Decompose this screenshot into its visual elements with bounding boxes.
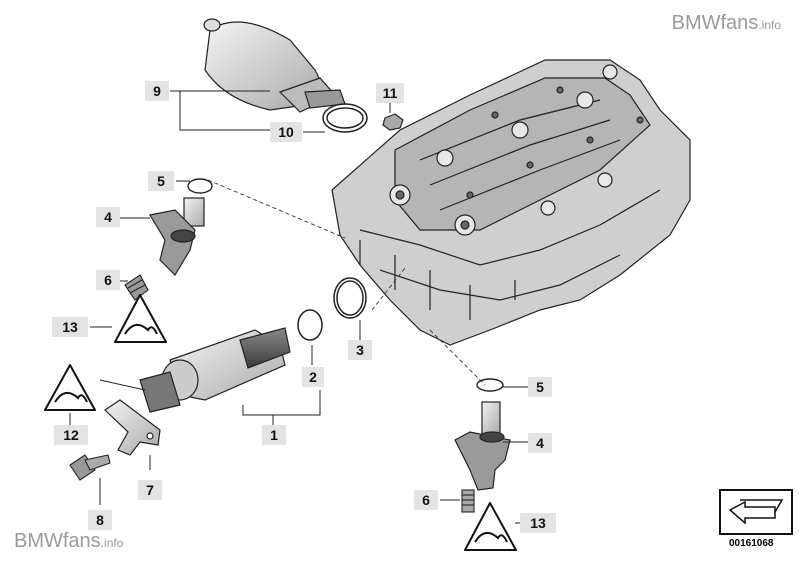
callout-5-lower: 5 xyxy=(528,377,552,397)
document-icon xyxy=(719,489,793,535)
callout-12: 12 xyxy=(54,425,88,445)
watermark-top-brand: BMWfans xyxy=(671,12,759,34)
callout-10: 10 xyxy=(270,122,302,142)
leader-lines-dashed xyxy=(207,179,486,386)
callout-4-upper: 4 xyxy=(96,207,120,227)
callout-11: 11 xyxy=(376,83,404,103)
part-3-oring xyxy=(333,277,367,319)
part-4-sensor-upper xyxy=(149,197,205,276)
callout-9: 9 xyxy=(145,81,169,101)
callout-4-lower: 4 xyxy=(528,433,552,453)
callout-3: 3 xyxy=(348,340,372,360)
warning-triangle-13-upper xyxy=(114,294,167,343)
part-2-oring xyxy=(297,309,323,341)
part-5-oring-upper xyxy=(187,178,213,194)
callout-lines xyxy=(69,90,528,524)
watermark-top: BMWfans.info xyxy=(672,12,781,35)
part-6-bolt-lower xyxy=(461,489,475,513)
part-11-nut xyxy=(382,113,404,131)
part-9-motor xyxy=(203,18,346,113)
callout-6-upper: 6 xyxy=(96,270,120,290)
callout-13-lower: 13 xyxy=(520,513,556,533)
warning-triangle-13-lower xyxy=(464,502,517,551)
warning-triangle-12 xyxy=(44,364,96,411)
callout-6-lower: 6 xyxy=(414,490,438,510)
part-7-bracket xyxy=(104,399,161,456)
callout-5-upper: 5 xyxy=(148,171,174,191)
callout-8: 8 xyxy=(88,510,112,530)
watermark-bottom: BMWfans.info xyxy=(14,530,123,553)
part-1-solenoid-valve xyxy=(139,327,291,413)
callout-2: 2 xyxy=(302,367,324,387)
callout-1: 1 xyxy=(262,425,286,445)
part-10-clamp xyxy=(322,103,368,133)
callout-7: 7 xyxy=(138,480,162,500)
watermark-bottom-suffix: .info xyxy=(100,536,124,550)
part-6-bolt-upper xyxy=(124,274,149,301)
callout-13-upper: 13 xyxy=(52,317,88,337)
cylinder-head xyxy=(331,59,691,346)
part-8-bolt xyxy=(69,454,111,481)
document-number: 00161068 xyxy=(729,538,774,549)
part-5-oring-lower xyxy=(476,378,504,392)
part-4-sensor-lower xyxy=(454,401,511,491)
watermark-bottom-brand: BMWfans xyxy=(14,530,101,552)
watermark-top-suffix: .info xyxy=(758,18,781,32)
